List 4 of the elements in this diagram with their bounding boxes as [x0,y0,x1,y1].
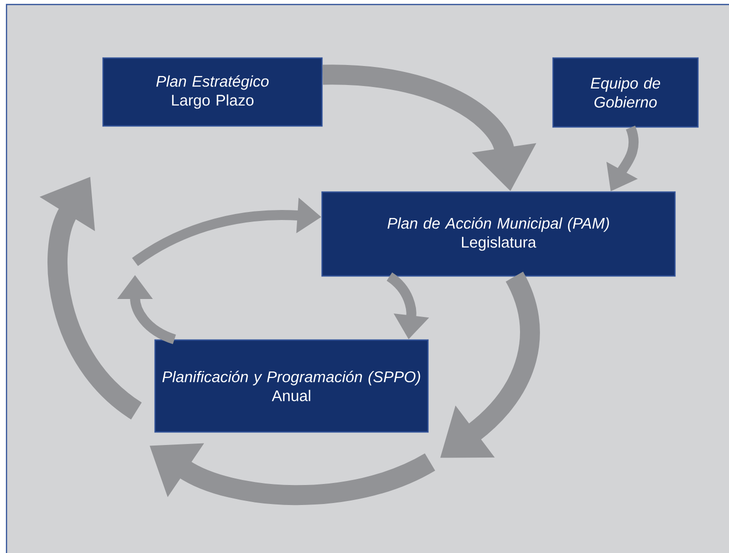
process-box: Planificación y Programación (SPPO) Anual [154,339,429,433]
process-box: Equipo de Gobierno [552,57,699,128]
process-box: Plan de Acción Municipal (PAM) Legislatura [321,191,676,277]
process-box: Plan Estratégico Largo Plazo [102,57,323,127]
